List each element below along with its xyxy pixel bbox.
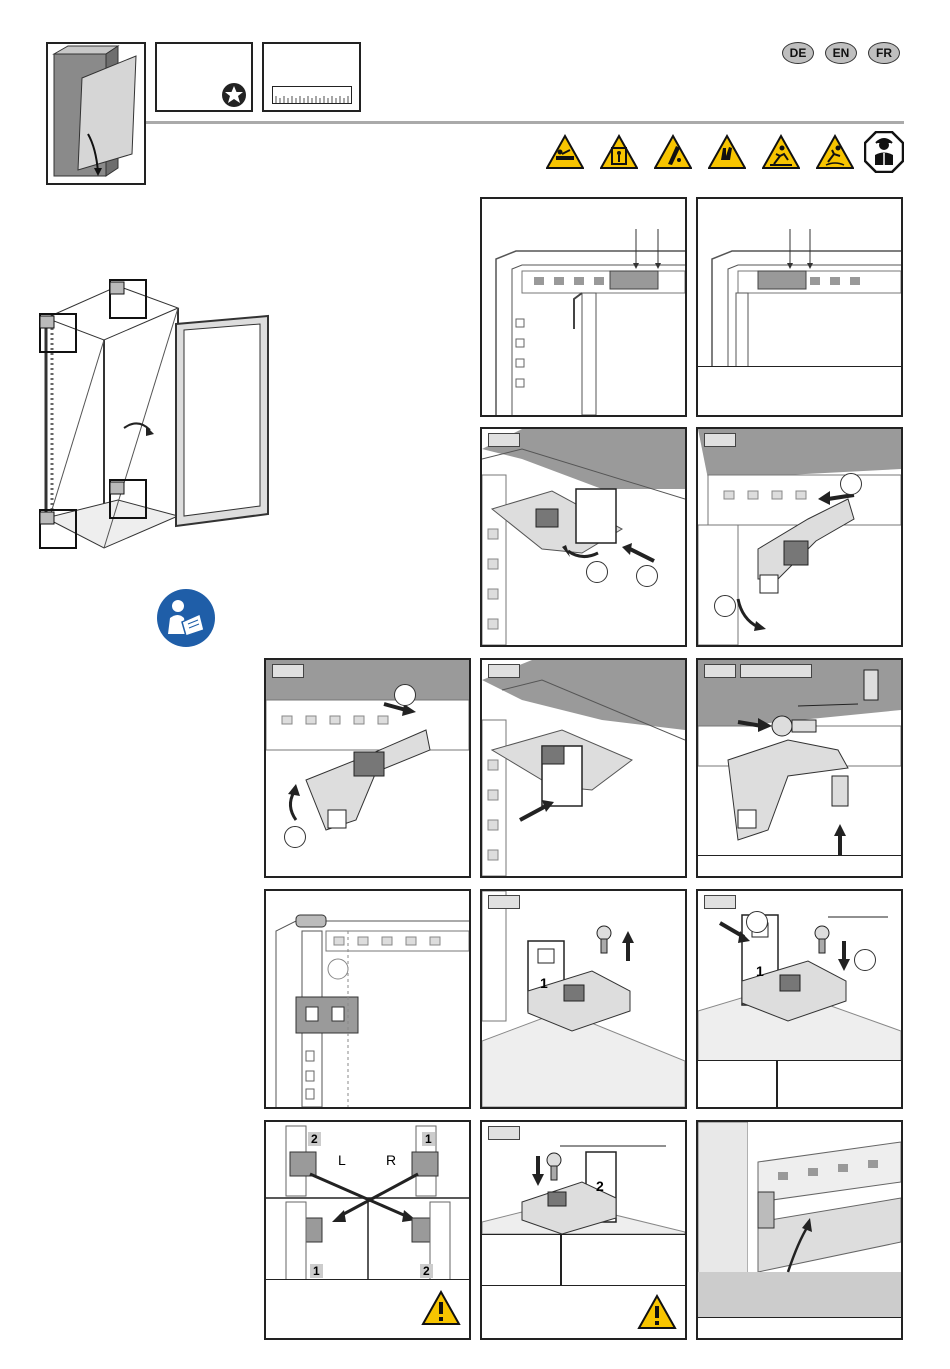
step-tag (272, 664, 304, 678)
step-panel-r1c1 (480, 197, 687, 417)
hand-injury-icon (708, 134, 746, 170)
step-tag-wide (740, 664, 812, 678)
step-number-b (854, 949, 876, 971)
step-number-a (586, 561, 608, 583)
right-label: R (386, 1152, 396, 1168)
warning-icon (637, 1294, 677, 1330)
part-number-label: 2 (420, 1264, 433, 1278)
torx-icon (221, 82, 247, 108)
step-caption-r4c3 (698, 1060, 901, 1107)
step-panel-r5c1: 2 1 L R 1 2 (264, 1120, 471, 1340)
ruler-tool-box (262, 42, 361, 112)
part-number-label: 1 (756, 963, 764, 979)
header-divider (146, 121, 904, 124)
tipping-hazard-icon (654, 134, 692, 170)
cabinet-door-icon (48, 44, 144, 183)
part-number-label: 1 (540, 975, 548, 991)
step-caption-r3c3 (698, 855, 901, 876)
step-caption-r1c2 (698, 366, 901, 415)
part-number-label: 1 (310, 1264, 323, 1278)
step-tag (704, 664, 736, 678)
step-panel-r3c3 (696, 658, 903, 878)
step-panel-r5c3 (696, 1120, 903, 1340)
step-caption-r5c2-top (482, 1234, 685, 1286)
step-panel-r2c2 (696, 427, 903, 647)
step-tag (488, 1126, 520, 1140)
lang-badge-en[interactable]: EN (825, 42, 857, 64)
ruler-icon (272, 86, 352, 104)
step-panel-r1c2 (696, 197, 903, 417)
step-tag (704, 433, 736, 447)
step-number-b (714, 595, 736, 617)
lang-badge-de[interactable]: DE (782, 42, 814, 64)
cabinet-door-icon-box (46, 42, 146, 185)
step-number-a (394, 684, 416, 706)
step-caption-r5c1 (266, 1279, 469, 1338)
step-panel-r2c1 (480, 427, 687, 647)
step-panel-r4c1 (264, 889, 471, 1109)
caption-divider (560, 1235, 562, 1285)
left-label: L (338, 1152, 346, 1168)
qualified-person-icon (864, 131, 904, 173)
slip-hazard-icon (816, 134, 854, 170)
part-number-label: 1 (422, 1132, 435, 1146)
cabinet-overview-illustration (38, 278, 288, 553)
step-tag (488, 895, 520, 909)
read-manual-icon (156, 588, 216, 648)
step-tag (704, 895, 736, 909)
caption-divider (776, 1061, 778, 1107)
step-panel-r3c2 (480, 658, 687, 878)
torx-tool-box (155, 42, 253, 112)
step-number-b (636, 565, 658, 587)
step-panel-r5c2: 2 (480, 1120, 687, 1340)
step-number-a (840, 473, 862, 495)
step-number-b (284, 826, 306, 848)
lang-badge-fr[interactable]: FR (868, 42, 900, 64)
trip-hazard-icon (762, 134, 800, 170)
part-number-label: 2 (308, 1132, 321, 1146)
step-panel-r3c1 (264, 658, 471, 878)
step-caption-r5c3 (698, 1317, 901, 1338)
step-panel-r4c3: 1 (696, 889, 903, 1109)
step-panel-r4c2: 1 (480, 889, 687, 1109)
step-tag (488, 433, 520, 447)
step-number-a (746, 911, 768, 933)
crush-hazard-icon (546, 134, 584, 170)
step-tag (488, 664, 520, 678)
warning-icon (421, 1290, 461, 1326)
falling-object-icon (600, 134, 638, 170)
part-number-label: 2 (596, 1178, 604, 1194)
